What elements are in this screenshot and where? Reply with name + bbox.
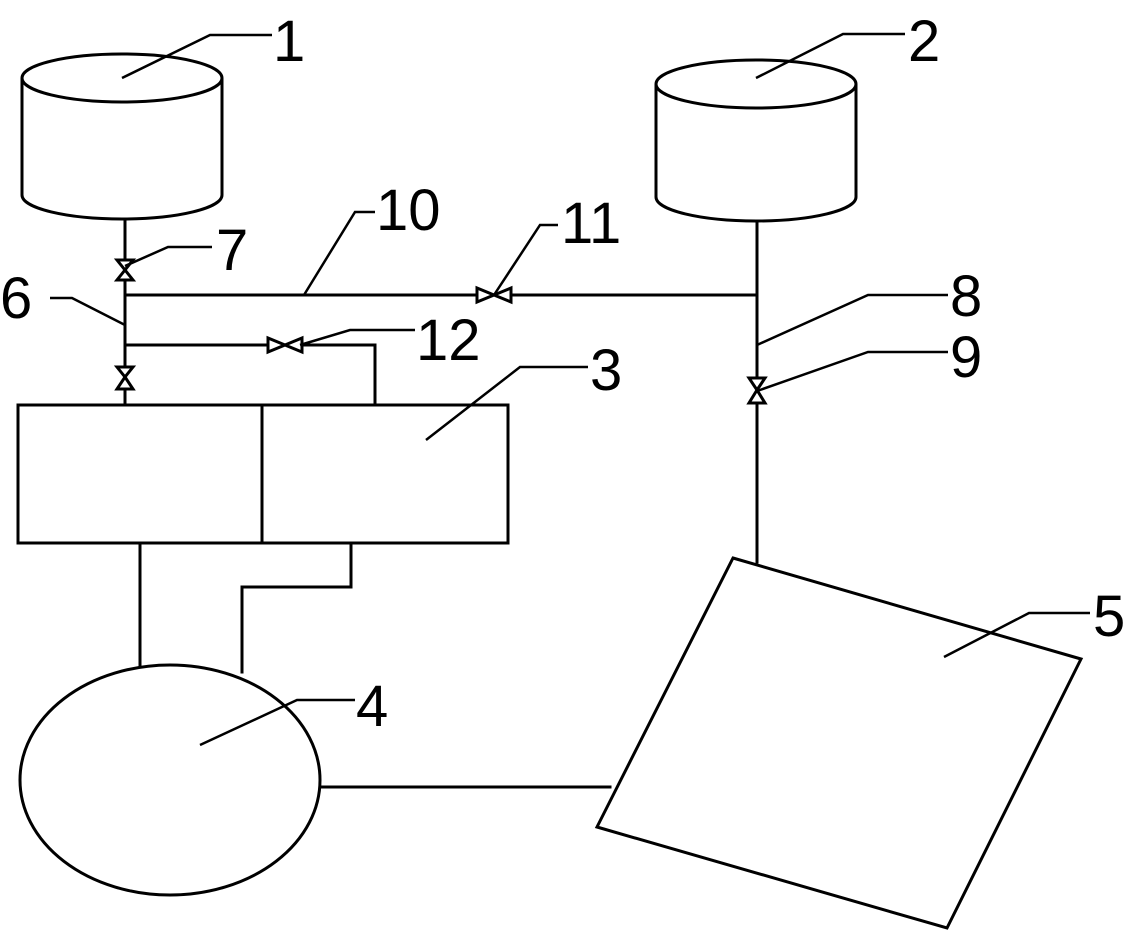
tank-1 bbox=[20, 52, 224, 221]
label-7: 7 bbox=[216, 218, 248, 283]
tank-2 bbox=[654, 58, 858, 223]
label-9: 9 bbox=[950, 325, 982, 390]
label-3: 3 bbox=[590, 338, 622, 403]
label-11: 11 bbox=[561, 191, 621, 256]
label-5: 5 bbox=[1093, 584, 1125, 649]
label-4: 4 bbox=[356, 674, 388, 739]
valve-9 bbox=[746, 376, 768, 405]
label-10: 10 bbox=[376, 178, 441, 243]
label-8: 8 bbox=[950, 264, 982, 329]
label-1: 1 bbox=[273, 9, 305, 74]
unit-4-ellipse bbox=[18, 663, 322, 897]
label-6: 6 bbox=[0, 266, 32, 331]
valve-11 bbox=[475, 285, 513, 305]
valve-12 bbox=[266, 335, 304, 355]
unit-3-box bbox=[16, 403, 510, 545]
valve-lower-left bbox=[113, 365, 137, 391]
label-2: 2 bbox=[908, 9, 940, 74]
unit-5-panel bbox=[594, 556, 1084, 930]
label-12: 12 bbox=[416, 308, 481, 373]
leader-lines bbox=[50, 32, 1090, 747]
